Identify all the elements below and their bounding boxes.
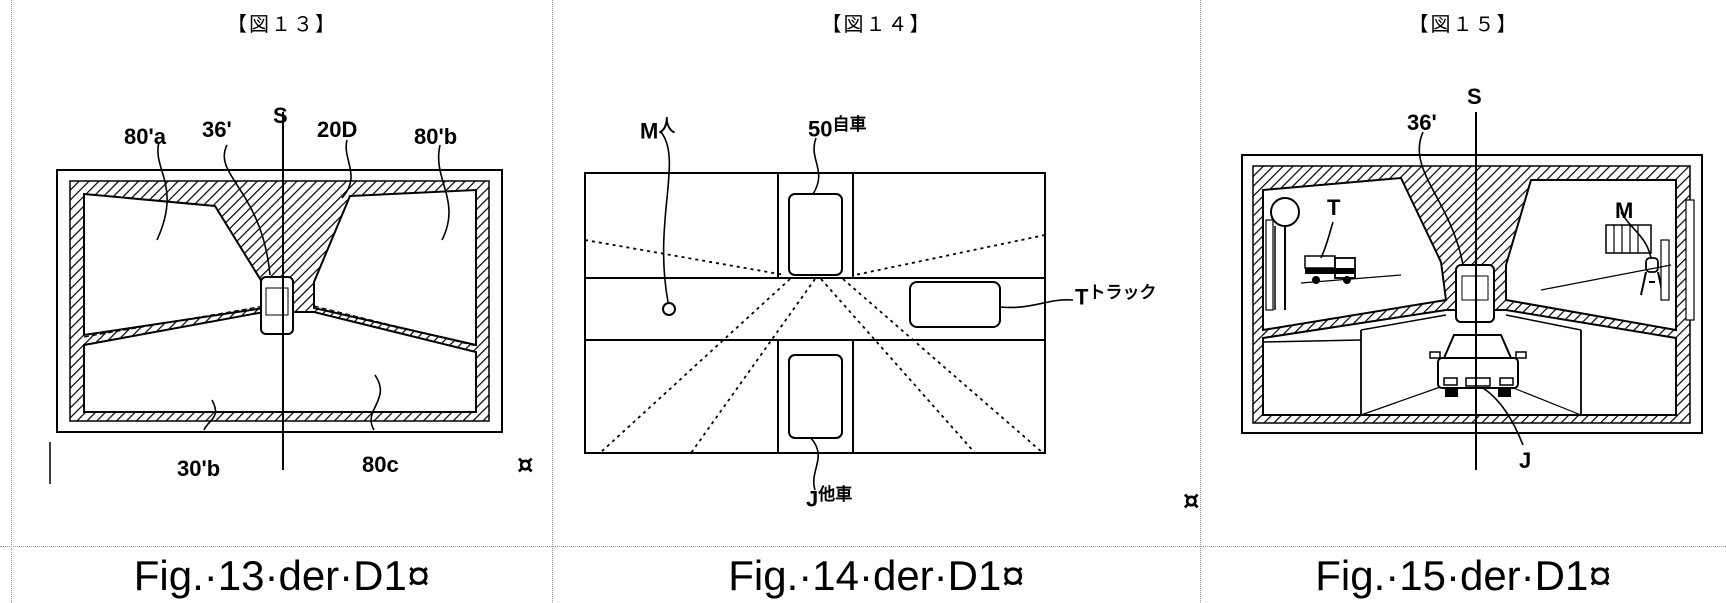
paragraph-mark: ¤ (517, 450, 534, 480)
label-j: J他車 (806, 480, 852, 512)
table-border-left (11, 0, 12, 603)
label-j-ref: J (806, 486, 819, 512)
figure-caption: Fig.·13·der·D1¤ (133, 552, 431, 599)
figure-13: 【図１３】 80'a 36' S 20D 80'b (12, 0, 552, 545)
figure-caption: Fig.·15·der·D1¤ (1315, 552, 1612, 599)
label-80b: 80'b (414, 124, 458, 149)
figure-heading: 【図１４】 (821, 12, 932, 36)
label-20d: 20D (317, 117, 358, 142)
table-border-col2 (1200, 0, 1201, 603)
figure-14: 【図１４】 M人 5 (553, 0, 1200, 545)
figure-heading: 【図１３】 (227, 12, 337, 36)
label-t: T (1327, 195, 1341, 220)
table-border-row (0, 546, 1726, 547)
label-t-ref: T (1075, 284, 1089, 310)
label-s: S (273, 103, 288, 128)
figure-heading: 【図１５】 (1408, 12, 1519, 36)
label-j: J (1519, 448, 1532, 473)
label-80c: 80c (362, 452, 399, 477)
label-t: Tトラック (1075, 278, 1156, 310)
label-50: 50自車 (808, 110, 866, 142)
label-t-jp: トラック (1088, 283, 1157, 303)
label-36: 36' (202, 117, 232, 142)
label-m-ref: M (640, 118, 659, 144)
figure-15-drawing (1241, 112, 1703, 470)
label-80a: 80'a (124, 124, 166, 149)
label-s: S (1467, 84, 1482, 109)
label-36: 36' (1407, 110, 1437, 135)
label-m: M (1615, 198, 1634, 223)
label-m-jp: 人 (658, 117, 676, 137)
figure-caption: Fig.·14·der·D1¤ (728, 552, 1025, 599)
table-border-col1 (552, 0, 553, 603)
paragraph-mark: ¤ (1183, 486, 1200, 516)
label-j-jp: 他車 (818, 485, 853, 505)
label-50-ref: 50 (808, 116, 833, 142)
figure-14-drawing (584, 131, 1074, 491)
label-m: M人 (640, 112, 675, 144)
label-30b: 30'b (177, 456, 221, 481)
figure-15: 【図１５】 (1201, 0, 1726, 545)
figure-13-drawing (49, 112, 503, 484)
label-50-jp: 自車 (832, 115, 867, 135)
